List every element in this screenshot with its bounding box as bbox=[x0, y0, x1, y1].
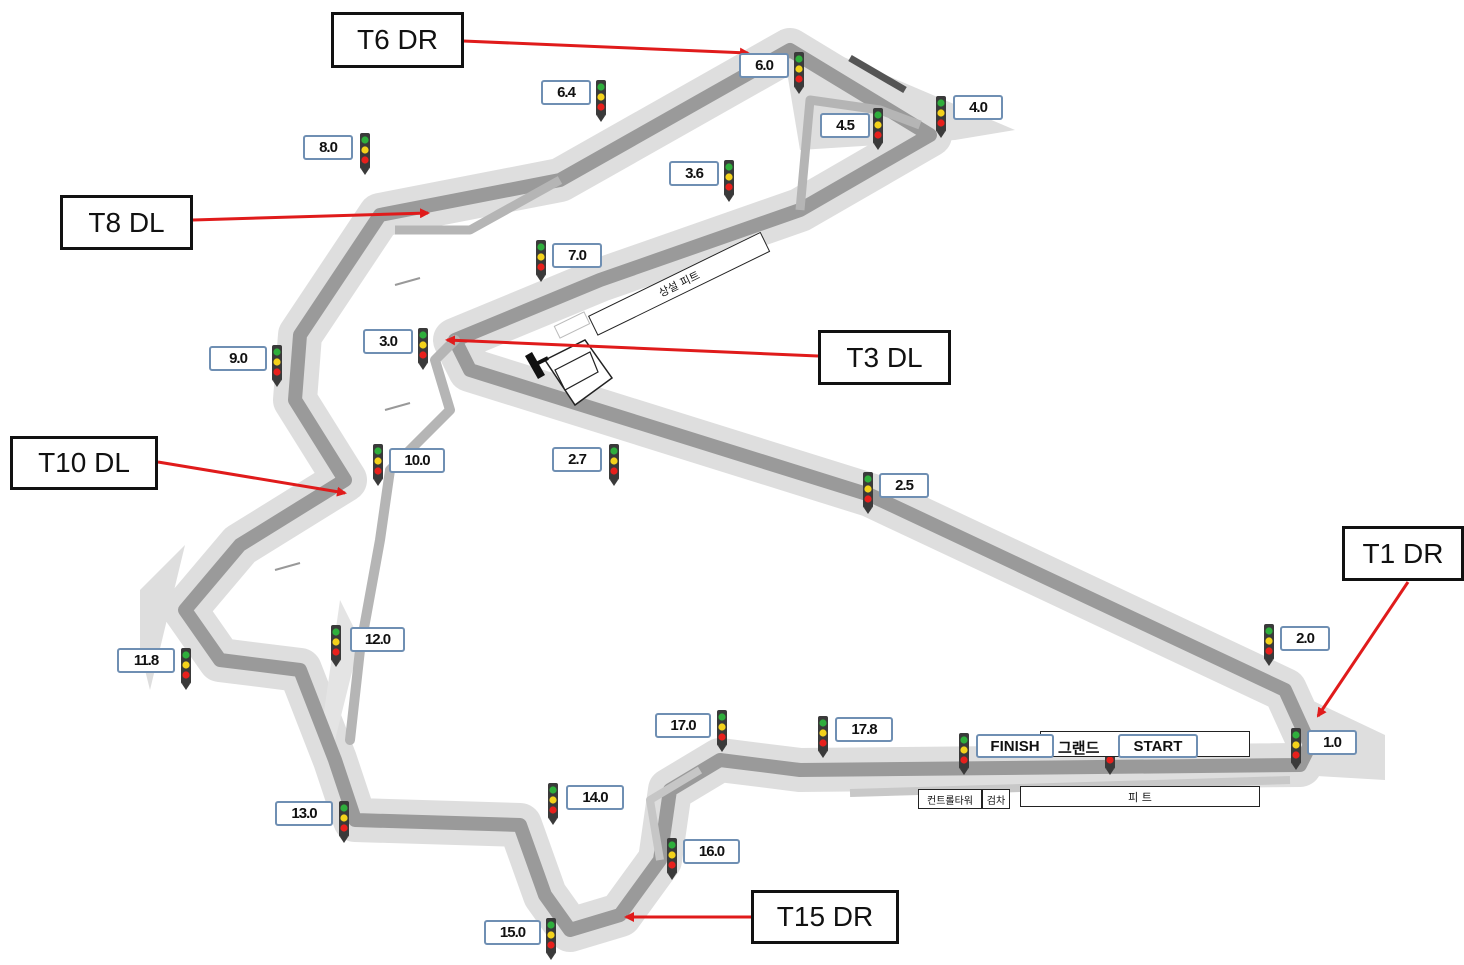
traffic-signal-icon bbox=[1264, 624, 1274, 666]
traffic-signal-icon bbox=[272, 345, 282, 387]
distance-marker: 8.0 bbox=[303, 135, 353, 160]
distance-marker: 1.0 bbox=[1307, 730, 1357, 755]
traffic-signal-icon bbox=[360, 133, 370, 175]
turn-label-t10: T10 DL bbox=[10, 436, 158, 490]
distance-marker: 15.0 bbox=[484, 920, 541, 945]
inspection-building: 검차 bbox=[982, 789, 1010, 809]
turn-label-t15: T15 DR bbox=[751, 890, 899, 944]
pit-building: 피 트 bbox=[1020, 786, 1260, 807]
traffic-signal-icon bbox=[373, 444, 383, 486]
distance-marker: 2.0 bbox=[1280, 626, 1330, 651]
traffic-signals bbox=[181, 52, 1301, 960]
traffic-signal-icon bbox=[936, 96, 946, 138]
distance-marker: 3.6 bbox=[669, 161, 719, 186]
distance-marker: 9.0 bbox=[209, 346, 267, 371]
distance-marker: 7.0 bbox=[552, 243, 602, 268]
distance-marker: 12.0 bbox=[350, 627, 405, 652]
distance-marker: 3.0 bbox=[363, 329, 413, 354]
distance-marker: 17.0 bbox=[655, 713, 711, 738]
distance-marker: 11.8 bbox=[117, 648, 175, 673]
traffic-signal-icon bbox=[609, 444, 619, 486]
pointer-arrows bbox=[157, 39, 1410, 922]
turn-label-t1: T1 DR bbox=[1342, 526, 1464, 581]
distance-marker: 16.0 bbox=[683, 839, 740, 864]
turn-label-t6: T6 DR bbox=[331, 12, 464, 68]
turn-label-t3: T3 DL bbox=[818, 330, 951, 385]
traffic-signal-icon bbox=[536, 240, 546, 282]
start-label: START bbox=[1118, 734, 1198, 758]
distance-marker: 13.0 bbox=[275, 801, 333, 826]
traffic-signal-icon bbox=[724, 160, 734, 202]
grandstand-label: 그랜드 bbox=[1058, 739, 1100, 757]
distance-marker: 10.0 bbox=[389, 448, 445, 473]
finish-label: FINISH bbox=[976, 734, 1054, 758]
distance-marker: 17.8 bbox=[835, 717, 893, 742]
distance-marker: 2.5 bbox=[879, 473, 929, 498]
traffic-signal-icon bbox=[863, 472, 873, 514]
traffic-signal-icon bbox=[331, 625, 341, 667]
traffic-signal-icon bbox=[818, 716, 828, 758]
traffic-signal-icon bbox=[548, 783, 558, 825]
traffic-signal-icon bbox=[339, 801, 349, 843]
distance-marker: 6.0 bbox=[739, 53, 789, 78]
traffic-signal-icon bbox=[1291, 728, 1301, 770]
traffic-signal-icon bbox=[873, 108, 883, 150]
distance-marker: 4.5 bbox=[820, 113, 870, 138]
traffic-signal-icon bbox=[717, 710, 727, 752]
traffic-signal-icon bbox=[959, 733, 969, 775]
traffic-signal-icon bbox=[596, 80, 606, 122]
traffic-signal-icon bbox=[418, 328, 428, 370]
turn-label-t8: T8 DL bbox=[60, 195, 193, 250]
traffic-signal-icon bbox=[794, 52, 804, 94]
traffic-signal-icon bbox=[546, 918, 556, 960]
distance-marker: 6.4 bbox=[541, 80, 591, 105]
traffic-signal-icon bbox=[181, 648, 191, 690]
distance-marker: 2.7 bbox=[552, 447, 602, 472]
helipad-icon bbox=[525, 352, 549, 379]
control-tower-building: 컨트롤타워 bbox=[918, 789, 982, 809]
distance-marker: 14.0 bbox=[566, 785, 624, 810]
distance-marker: 4.0 bbox=[953, 95, 1003, 120]
traffic-signal-icon bbox=[667, 838, 677, 880]
